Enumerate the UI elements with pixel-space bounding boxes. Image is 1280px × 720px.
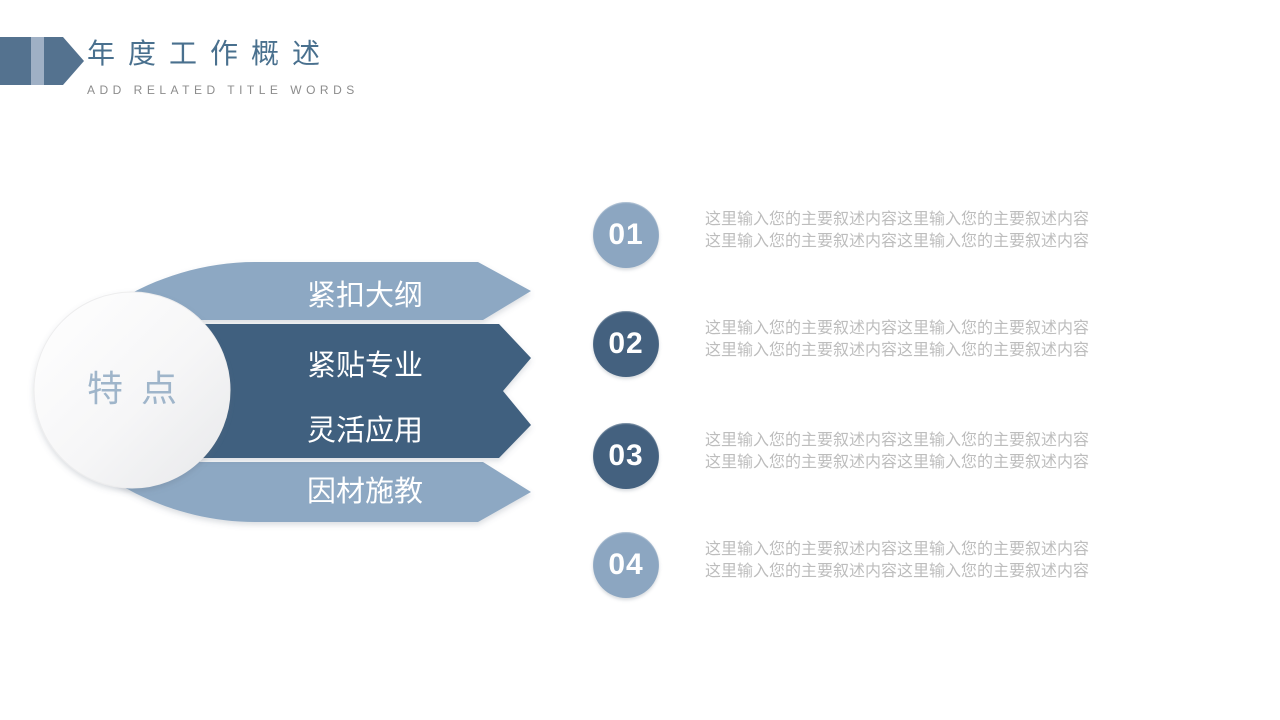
item-description-line: 这里输入您的主要叙述内容这里输入您的主要叙述内容 (705, 211, 1090, 228)
item-description-line: 这里输入您的主要叙述内容这里输入您的主要叙述内容 (705, 320, 1090, 337)
page-subtitle: ADD RELATED TITLE WORDS (87, 83, 359, 97)
item-description-line: 这里输入您的主要叙述内容这里输入您的主要叙述内容 (705, 342, 1090, 359)
item-description-line: 这里输入您的主要叙述内容这里输入您的主要叙述内容 (705, 563, 1090, 580)
item-description-line: 这里输入您的主要叙述内容这里输入您的主要叙述内容 (705, 233, 1090, 250)
item-description-line: 这里输入您的主要叙述内容这里输入您的主要叙述内容 (705, 432, 1090, 449)
item-description: 这里输入您的主要叙述内容这里输入您的主要叙述内容 这里输入您的主要叙述内容这里输… (705, 539, 1089, 583)
item-number-badge: 02 (593, 311, 659, 377)
list-item: 01 这里输入您的主要叙述内容这里输入您的主要叙述内容 这里输入您的主要叙述内容… (593, 202, 1089, 268)
feature-banner-label-1: 紧扣大纲 (306, 280, 423, 312)
item-description-line: 这里输入您的主要叙述内容这里输入您的主要叙述内容 (705, 541, 1090, 558)
page-title: 年度工作概述 (87, 38, 334, 69)
item-description: 这里输入您的主要叙述内容这里输入您的主要叙述内容 这里输入您的主要叙述内容这里输… (705, 318, 1089, 362)
list-item: 02 这里输入您的主要叙述内容这里输入您的主要叙述内容 这里输入您的主要叙述内容… (593, 311, 1089, 377)
list-item: 04 这里输入您的主要叙述内容这里输入您的主要叙述内容 这里输入您的主要叙述内容… (593, 532, 1089, 598)
item-description-line: 这里输入您的主要叙述内容这里输入您的主要叙述内容 (705, 454, 1090, 471)
item-number-badge: 01 (593, 202, 659, 268)
feature-circle-label: 特点 (86, 368, 195, 409)
item-number-badge: 03 (593, 423, 659, 489)
title-deco-stripe-icon (31, 37, 44, 85)
feature-banner-label-2: 紧贴专业 (306, 350, 423, 382)
feature-banner-label-4: 因材施教 (306, 476, 423, 508)
item-number-badge: 04 (593, 532, 659, 598)
feature-banner-label-3: 灵活应用 (306, 415, 423, 447)
item-description: 这里输入您的主要叙述内容这里输入您的主要叙述内容 这里输入您的主要叙述内容这里输… (705, 209, 1089, 253)
item-description: 这里输入您的主要叙述内容这里输入您的主要叙述内容 这里输入您的主要叙述内容这里输… (705, 430, 1089, 474)
list-item: 03 这里输入您的主要叙述内容这里输入您的主要叙述内容 这里输入您的主要叙述内容… (593, 423, 1089, 489)
slide-header: 年度工作概述 ADD RELATED TITLE WORDS (87, 38, 359, 97)
title-deco-arrow-icon (44, 37, 84, 85)
title-deco-bar-icon (0, 37, 31, 85)
